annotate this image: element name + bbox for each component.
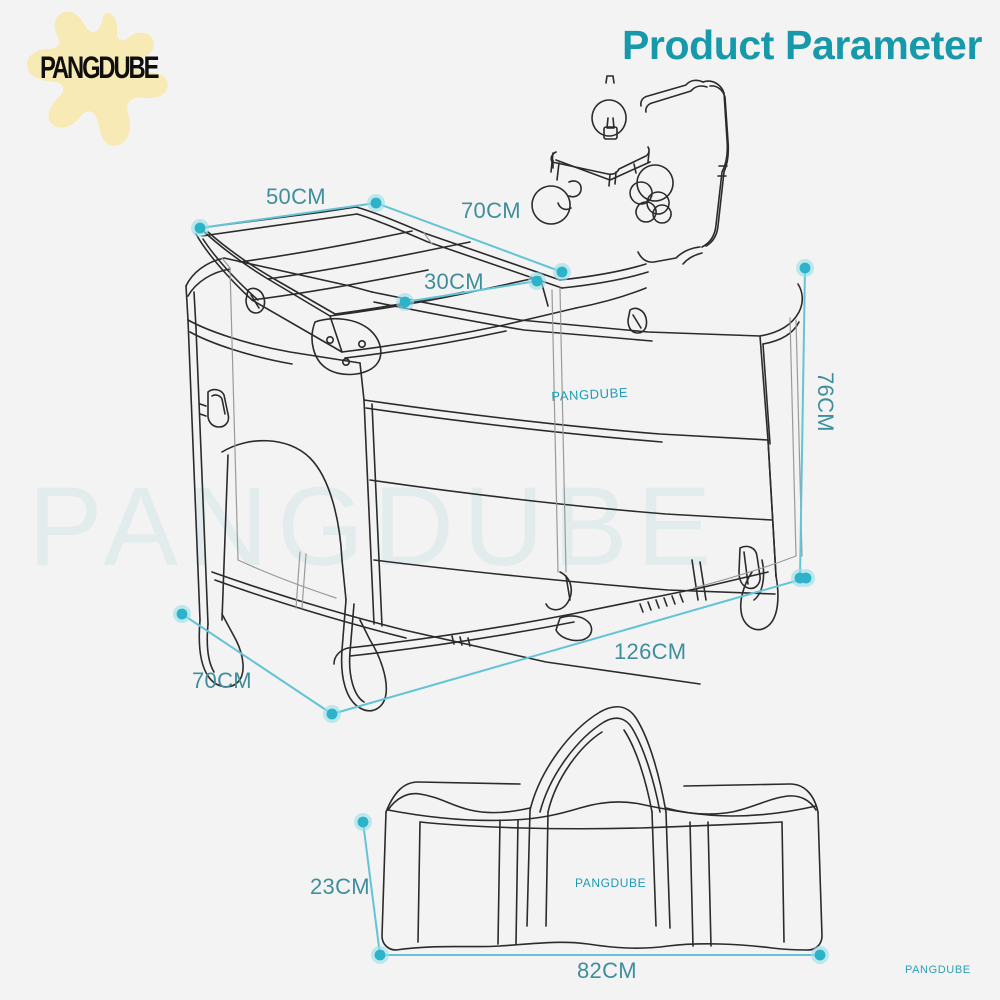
dimension-label-70cm-bottom: 70CM (192, 668, 252, 693)
bag-brand-mark: PANGDUBE (575, 876, 647, 890)
dim-line-50cm (199, 202, 377, 229)
page-title: Product Parameter (621, 22, 982, 68)
dimension-label-82cm: 82CM (577, 958, 637, 983)
dim-line-76cm (799, 267, 806, 579)
dimension-label-30cm: 30CM (424, 269, 484, 294)
dimension-label-70cm-top: 70CM (461, 198, 521, 223)
splat-icon (26, 11, 168, 146)
dim-line-23cm (362, 821, 381, 956)
dimension-label-126cm: 126CM (614, 639, 687, 664)
brand-logo: PANGDUBE (18, 8, 228, 148)
logo-wordmark: PANGDUBE (40, 50, 159, 85)
dim-line-70cm-bottom (181, 613, 333, 715)
dimension-endpoints (173, 194, 829, 964)
corner-brand-mark: PANGDUBE (905, 964, 971, 976)
dimension-label-23cm: 23CM (310, 874, 370, 899)
dim-line-126cm (331, 577, 807, 715)
dim-line-30cm (404, 280, 538, 303)
dimension-label-76cm: 76CM (813, 372, 838, 432)
dimension-label-50cm: 50CM (266, 184, 326, 209)
dim-line-70cm-top (375, 202, 563, 273)
